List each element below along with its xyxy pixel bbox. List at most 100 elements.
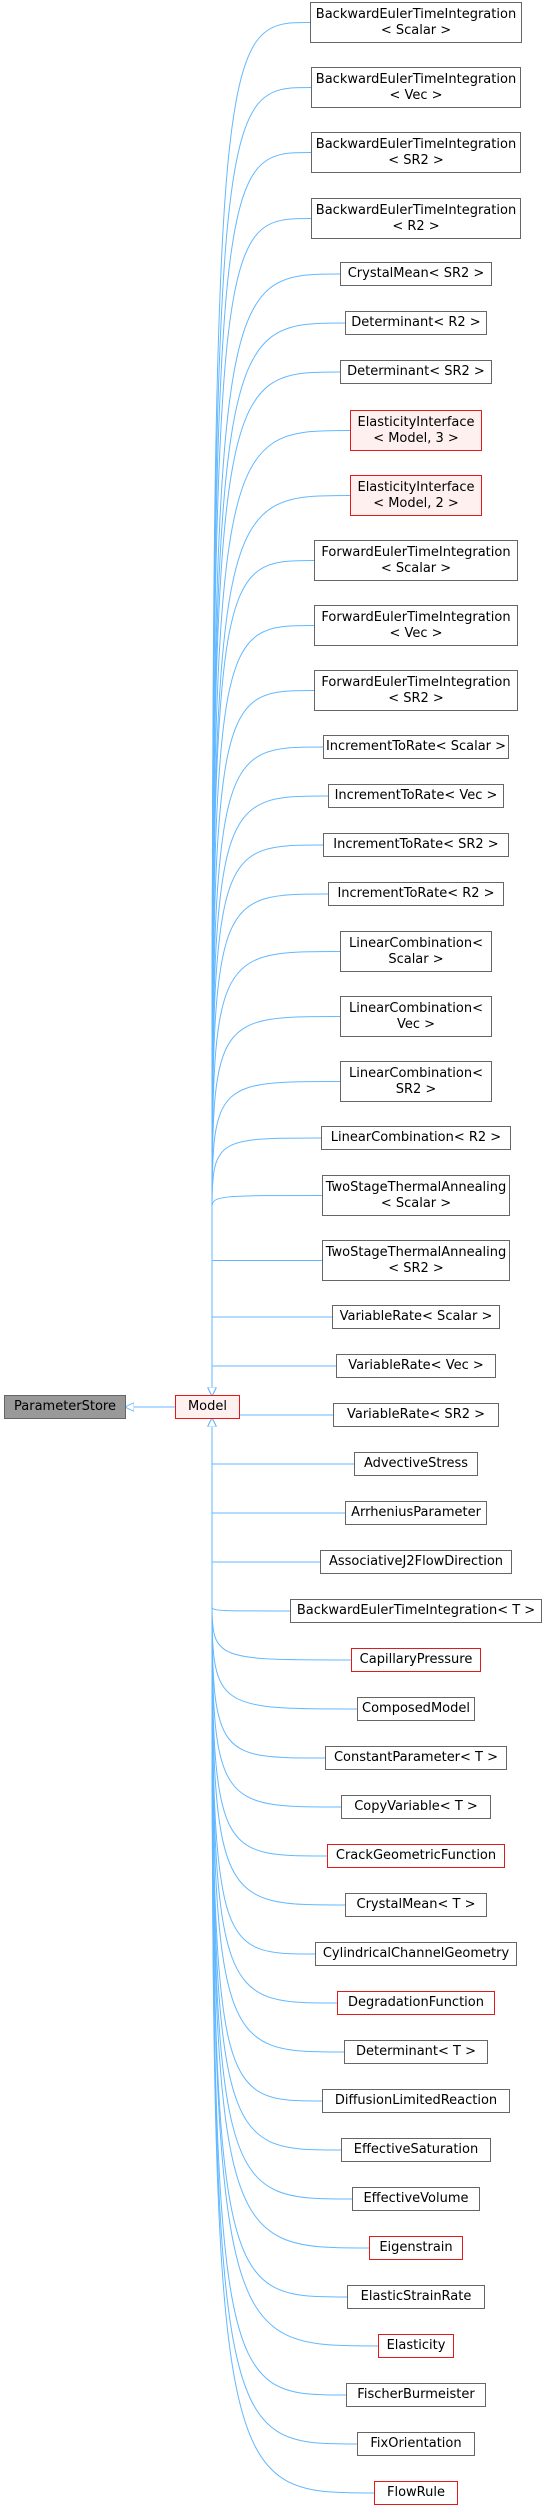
inheritance-edge (212, 1419, 370, 2249)
node-label-line: LinearCombination< (349, 1065, 483, 1081)
node-label-line: BackwardEulerTimeIntegration (315, 6, 517, 22)
node-derived-class[interactable]: LinearCombination<SR2 > (340, 1061, 492, 1102)
node-label-line: < Vec > (389, 625, 443, 641)
node-derived-class[interactable]: FixOrientation (357, 2432, 475, 2456)
node-derived-class[interactable]: ElasticityInterface< Model, 3 > (350, 410, 482, 451)
node-derived-class[interactable]: AdvectiveStress (354, 1452, 478, 1476)
node-derived-class[interactable]: BackwardEulerTimeIntegration< R2 > (311, 198, 521, 239)
node-model[interactable]: Model (175, 1395, 240, 1419)
node-label-line: < Scalar > (380, 1195, 452, 1211)
inheritance-edge (212, 1419, 346, 1514)
node-label: LinearCombination<Scalar > (349, 936, 483, 968)
node-label-line: IncrementToRate< Scalar > (325, 739, 507, 754)
node-derived-class[interactable]: BackwardEulerTimeIntegration< SR2 > (311, 132, 521, 173)
node-label-line: ElasticityInterface (357, 479, 475, 495)
node-derived-class[interactable]: Determinant< SR2 > (340, 360, 492, 384)
node-derived-class[interactable]: TwoStageThermalAnnealing< SR2 > (322, 1240, 510, 1281)
node-derived-class[interactable]: ForwardEulerTimeIntegration< Vec > (314, 605, 518, 646)
node-derived-class[interactable]: BackwardEulerTimeIntegration< Vec > (311, 67, 521, 108)
node-label-line: LinearCombination< (349, 935, 483, 951)
node-label-line: EffectiveSaturation (353, 2142, 479, 2157)
node-derived-class[interactable]: BackwardEulerTimeIntegration< Scalar > (310, 2, 522, 43)
node-label-line: LinearCombination< R2 > (330, 1130, 502, 1145)
node-label: IncrementToRate< SR2 > (333, 837, 498, 853)
node-label-line: IncrementToRate< Vec > (334, 788, 498, 803)
node-label: Determinant< R2 > (351, 315, 480, 331)
inheritance-edge (212, 1137, 322, 1395)
node-label: AssociativeJ2FlowDirection (329, 1554, 503, 1570)
node-derived-class[interactable]: LinearCombination<Vec > (340, 996, 492, 1037)
node-label-line: ComposedModel (362, 1701, 470, 1716)
node-label-line: TwoStageThermalAnnealing (325, 1244, 507, 1260)
node-derived-class[interactable]: IncrementToRate< Vec > (328, 784, 504, 808)
node-label: BackwardEulerTimeIntegration< T > (297, 1603, 535, 1619)
node-derived-class[interactable]: VariableRate< Scalar > (332, 1305, 500, 1329)
node-derived-class[interactable]: BackwardEulerTimeIntegration< T > (290, 1599, 542, 1623)
inheritance-edge (212, 1419, 320, 1563)
node-derived-class[interactable]: EffectiveVolume (352, 2187, 480, 2211)
node-derived-class[interactable]: LinearCombination<Scalar > (340, 931, 492, 972)
node-derived-class[interactable]: ElasticityInterface< Model, 2 > (350, 475, 482, 516)
node-derived-class[interactable]: CrystalMean< T > (345, 1893, 487, 1917)
node-label-line: < SR2 > (388, 1260, 444, 1276)
node-derived-class[interactable]: ComposedModel (357, 1697, 475, 1721)
node-derived-class[interactable]: VariableRate< Vec > (336, 1354, 496, 1378)
node-label-line: CrystalMean< T > (356, 1897, 476, 1912)
node-derived-class[interactable]: ConstantParameter< T > (325, 1746, 507, 1770)
node-derived-class[interactable]: DegradationFunction (337, 1991, 495, 2015)
node-label-line: TwoStageThermalAnnealing (325, 1179, 507, 1195)
node-label: CapillaryPressure (360, 1652, 473, 1668)
node-label: LinearCombination< R2 > (331, 1130, 501, 1146)
node-label: BackwardEulerTimeIntegration< Vec > (316, 72, 516, 104)
node-derived-class[interactable]: ForwardEulerTimeIntegration< Scalar > (314, 540, 518, 581)
inheritance-edge (212, 1259, 322, 1396)
node-derived-class[interactable]: FlowRule (374, 2481, 458, 2505)
node-label: VariableRate< Vec > (348, 1358, 484, 1374)
inheritance-edge (212, 1419, 323, 2102)
node-derived-class[interactable]: Determinant< T > (344, 2040, 488, 2064)
node-derived-class[interactable]: CrackGeometricFunction (327, 1844, 505, 1868)
node-label: ForwardEulerTimeIntegration< Vec > (321, 610, 510, 642)
node-label-line: LinearCombination< (349, 1000, 483, 1016)
node-derived-class[interactable]: ForwardEulerTimeIntegration< SR2 > (314, 670, 518, 711)
inheritance-edge (212, 22, 311, 1396)
node-label: ForwardEulerTimeIntegration< Scalar > (321, 545, 510, 577)
node-derived-class[interactable]: AssociativeJ2FlowDirection (320, 1550, 512, 1574)
node-label-line: < Scalar > (380, 560, 452, 576)
node-derived-class[interactable]: TwoStageThermalAnnealing< Scalar > (322, 1175, 510, 1216)
node-label: CrystalMean< SR2 > (348, 266, 485, 282)
node-derived-class[interactable]: IncrementToRate< R2 > (328, 882, 504, 906)
node-label: ElasticityInterface< Model, 3 > (357, 415, 474, 447)
inheritance-edge (212, 1419, 346, 1906)
node-derived-class[interactable]: CylindricalChannelGeometry (315, 1942, 517, 1966)
node-label: VariableRate< Scalar > (340, 1309, 493, 1325)
node-label-line: CrystalMean< SR2 > (347, 266, 485, 281)
node-derived-class[interactable]: FischerBurmeister (346, 2383, 486, 2407)
node-label: EffectiveSaturation (354, 2142, 478, 2158)
node-derived-class[interactable]: IncrementToRate< SR2 > (323, 833, 509, 857)
node-derived-class[interactable]: DiffusionLimitedReaction (322, 2089, 510, 2113)
node-derived-class[interactable]: LinearCombination< R2 > (321, 1126, 511, 1150)
node-derived-class[interactable]: CopyVariable< T > (341, 1795, 491, 1819)
node-label: LinearCombination<Vec > (349, 1001, 483, 1033)
node-derived-class[interactable]: ArrheniusParameter (345, 1501, 487, 1525)
node-derived-class[interactable]: EffectiveSaturation (341, 2138, 491, 2162)
node-derived-class[interactable]: CrystalMean< SR2 > (340, 262, 492, 286)
node-derived-class[interactable]: Elasticity (378, 2334, 454, 2358)
node-derived-class[interactable]: Eigenstrain (369, 2236, 463, 2260)
node-parameterstore[interactable]: ParameterStore (4, 1395, 126, 1419)
node-label-line: ElasticityInterface (357, 414, 475, 430)
node-derived-class[interactable]: VariableRate< SR2 > (333, 1403, 499, 1427)
node-label: ElasticStrainRate (361, 2289, 472, 2305)
node-label-line: SR2 > (395, 1081, 437, 1097)
node-label: TwoStageThermalAnnealing< SR2 > (326, 1245, 507, 1277)
node-label: ForwardEulerTimeIntegration< SR2 > (321, 675, 510, 707)
node-label: ConstantParameter< T > (334, 1750, 498, 1766)
node-derived-class[interactable]: Determinant< R2 > (345, 311, 487, 335)
node-derived-class[interactable]: IncrementToRate< Scalar > (323, 735, 509, 759)
node-derived-class[interactable]: ElasticStrainRate (347, 2285, 485, 2309)
inheritance-edge (212, 1419, 316, 1955)
node-derived-class[interactable]: CapillaryPressure (351, 1648, 481, 1672)
node-label-line: < Vec > (389, 87, 443, 103)
